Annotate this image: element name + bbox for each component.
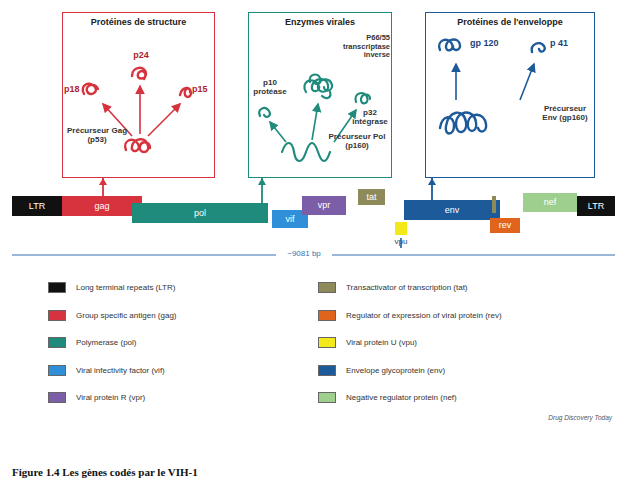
legend-swatch <box>48 310 66 321</box>
gene-segment: gag <box>62 196 142 216</box>
gene-name: gag <box>62 196 142 216</box>
gene-segment: nef <box>523 193 577 212</box>
vpu-pointer <box>400 238 402 248</box>
gene-name: env <box>404 200 500 220</box>
gag-proteins <box>83 68 191 152</box>
gene-segment: LTR <box>577 196 615 216</box>
legend-text: Regulator of expression of viral protein… <box>346 310 502 321</box>
legend-swatch <box>48 392 66 403</box>
source-note: Drug Discovery Today <box>500 414 612 421</box>
legend-text: Long terminal repeats (LTR) <box>76 282 175 293</box>
gene-segment: rev <box>490 218 520 233</box>
legend-text: Envelope glycoprotein (env) <box>346 365 445 376</box>
gene-name: pol <box>132 203 268 223</box>
panel-heading: Protéines de structure <box>63 17 214 27</box>
gene-name: vpu <box>385 237 417 246</box>
gene-to-protein-arrow <box>99 178 107 196</box>
panel-heading: Protéines de l'enveloppe <box>426 17 594 27</box>
panel-heading: Enzymes virales <box>249 17 391 27</box>
gene-name: LTR <box>577 196 615 216</box>
tat-exon <box>492 196 496 213</box>
legend-swatch <box>318 310 336 321</box>
legend-text: Transactivator of transcription (tat) <box>346 282 468 293</box>
gene-segment: vpr <box>302 196 346 215</box>
gene-segment: pol <box>132 203 268 223</box>
legend-swatch <box>318 282 336 293</box>
gene-name: vpr <box>302 196 346 215</box>
length-ruler <box>332 254 615 255</box>
figure-caption: Figure 1.4 Les gènes codés par le VIH-1 <box>12 466 198 478</box>
gene-segment: LTR <box>12 196 62 216</box>
legend-text: Viral protein U (vpu) <box>346 337 417 348</box>
legend-swatch <box>48 337 66 348</box>
protein-panel: Protéines de structure <box>62 12 215 178</box>
cleavage-arrows <box>456 64 534 100</box>
pol-proteins <box>259 75 370 161</box>
legend-text: Negative regulator protein (nef) <box>346 392 457 403</box>
legend-text: Viral protein R (vpr) <box>76 392 145 403</box>
length-ruler <box>12 254 276 255</box>
length-label: ~9081 bp <box>278 249 330 258</box>
protein-panel: Enzymes virales <box>248 12 392 178</box>
legend-text: Viral infectivity factor (vif) <box>76 365 165 376</box>
gene-segment: vpu <box>395 222 407 235</box>
protein-panel: Protéines de l'enveloppe <box>425 12 595 178</box>
legend-text: Group specific antigen (gag) <box>76 310 177 321</box>
legend-swatch <box>318 392 336 403</box>
gene-name: LTR <box>12 196 62 216</box>
legend-swatch <box>48 282 66 293</box>
gene-to-protein-arrow <box>258 178 266 203</box>
gene-segment: env <box>404 200 500 220</box>
env-proteins <box>439 39 545 133</box>
gene-segment: tat <box>358 189 385 205</box>
gene-name: rev <box>490 218 520 233</box>
cleavage-arrows <box>103 86 180 136</box>
legend-swatch <box>318 365 336 376</box>
gene-name: nef <box>523 193 577 212</box>
legend-text: Polymerase (pol) <box>76 337 136 348</box>
legend-swatch <box>318 337 336 348</box>
cleavage-arrows <box>270 104 356 142</box>
gene-name: tat <box>358 189 385 205</box>
gene-to-protein-arrow <box>428 178 436 200</box>
legend-swatch <box>48 365 66 376</box>
